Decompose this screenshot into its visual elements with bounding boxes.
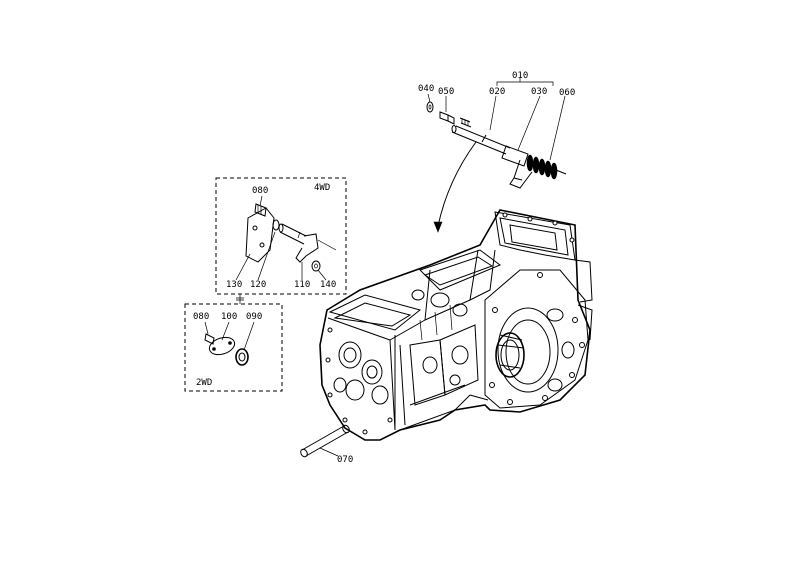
callout-030: 030: [531, 87, 547, 97]
callout-080-2wd: 080: [193, 312, 209, 322]
callout-050: 050: [438, 87, 454, 97]
callout-140: 140: [320, 280, 336, 290]
twowd-box: [184, 303, 283, 392]
twowd-label: 2WD: [196, 378, 212, 388]
callout-020: 020: [489, 87, 505, 97]
box-connector: [236, 294, 244, 304]
pin-070: [300, 424, 350, 458]
callout-080-4wd: 080: [252, 186, 268, 196]
callout-130: 130: [226, 280, 242, 290]
callout-010: 010: [512, 71, 528, 81]
assembly-arrow: [433, 141, 477, 233]
callout-120: 120: [250, 280, 266, 290]
transmission-case: [319, 209, 593, 441]
callout-070: 070: [337, 455, 353, 465]
callout-110: 110: [294, 280, 310, 290]
callout-090: 090: [246, 312, 262, 322]
callout-100: 100: [221, 312, 237, 322]
callout-040: 040: [418, 84, 434, 94]
callout-labels: 010 020 030 040 050 060 070 080 080 090 …: [193, 71, 575, 465]
fourwd-label: 4WD: [314, 183, 330, 193]
fourwd-box: [215, 177, 347, 295]
spring-060: [526, 154, 567, 180]
shift-rod-assembly: [426, 78, 567, 189]
callout-060: 060: [559, 88, 575, 98]
